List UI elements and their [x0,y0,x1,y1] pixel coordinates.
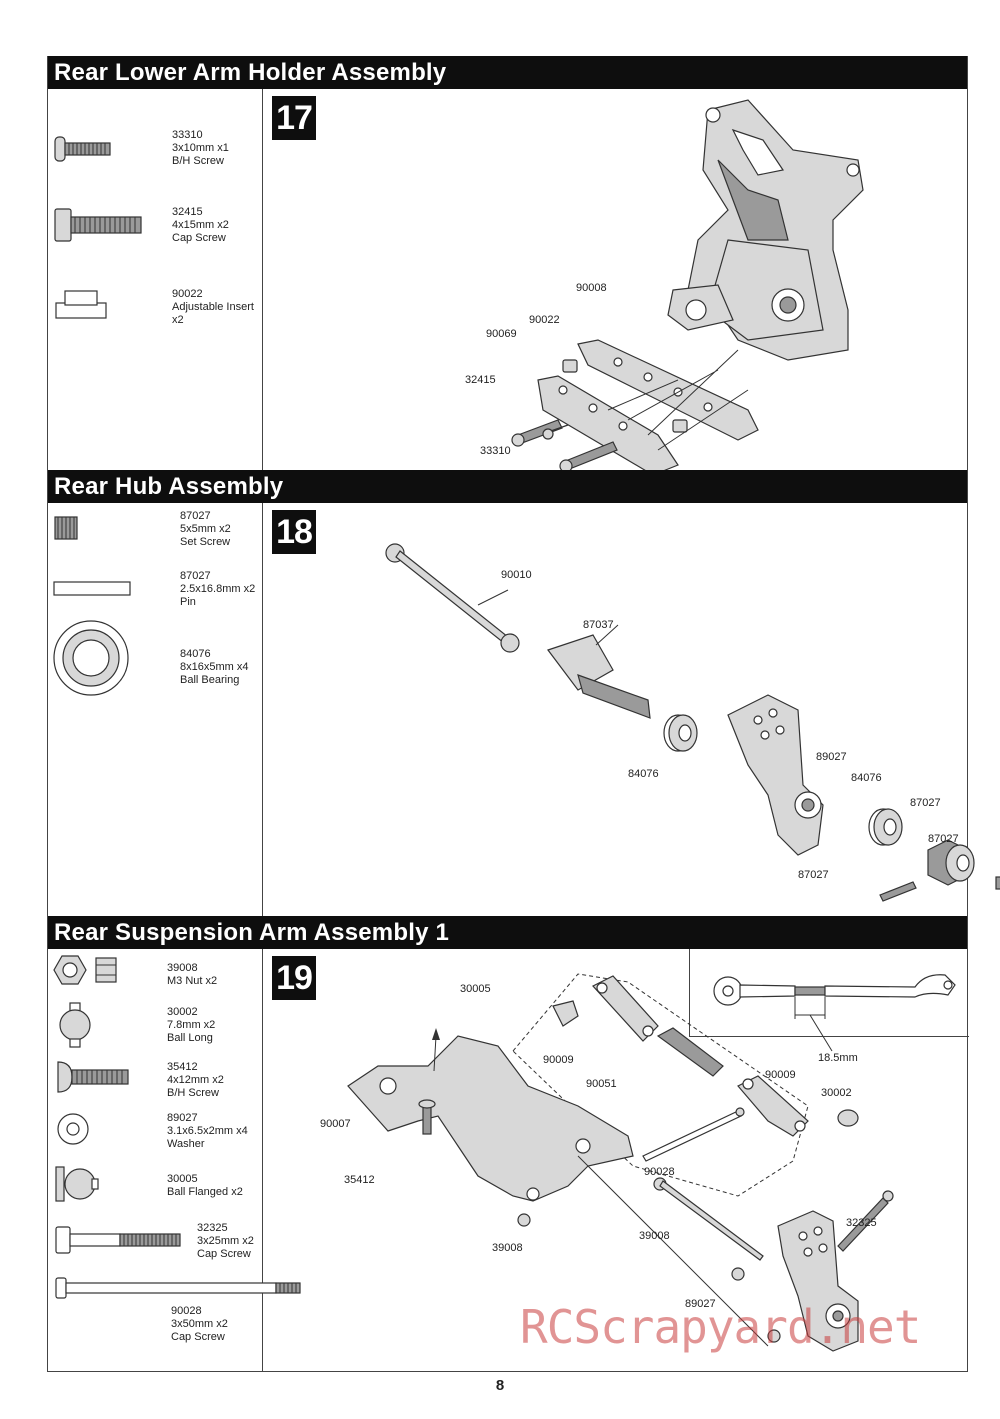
section-rear-suspension-arm: Rear Suspension Arm Assembly 1 39008 M3 … [47,916,969,1372]
section-title: Rear Hub Assembly [48,470,967,503]
section-title: Rear Lower Arm Holder Assembly [48,56,967,89]
arm-holder-diagram [511,99,864,476]
callout-90022: 90022 [529,314,560,326]
part-code: 39008 [167,962,198,974]
part-code: 32415 [172,206,203,218]
watermark: RCScrapyard.net [520,1300,921,1354]
part-code: 30002 [167,1006,198,1018]
callout-90010: 90010 [501,569,532,581]
callout-90028: 90028 [644,1166,675,1178]
ball-bearing-icon [53,620,129,696]
ball-flanged-icon [55,1166,99,1202]
nut-icon [53,955,117,985]
callout-33310: 33310 [480,445,511,457]
washer-icon [57,1113,89,1145]
callout-87027: 87027 [910,797,941,809]
part-desc: 3.1x6.5x2mm x4 Washer [167,1125,248,1150]
callout-90007: 90007 [320,1118,351,1130]
part-code: 32325 [197,1222,228,1234]
part-desc: 4x12mm x2 B/H Screw [167,1074,224,1099]
part-desc: 3x10mm x1 B/H Screw [172,142,229,167]
section-title: Rear Suspension Arm Assembly 1 [48,916,967,949]
part-code: 33310 [172,129,203,141]
part-code: 35412 [167,1061,198,1073]
part-desc: 8x16x5mm x4 Ball Bearing [180,661,249,686]
section-rear-hub: Rear Hub Assembly 87027 5x5mm x2 Set Scr… [47,470,1000,916]
part-desc: 5x5mm x2 Set Screw [180,523,231,548]
part-code: 90022 [172,288,203,300]
cap-screw-icon [55,1226,181,1254]
part-code: 84076 [180,648,211,660]
part-desc: Ball Flanged x2 [167,1186,243,1198]
part-desc: 7.8mm x2 Ball Long [167,1019,216,1044]
turnbuckle-detail [713,974,956,1052]
turnbuckle-inset [689,949,969,1052]
part-desc: 2.5x16.8mm x2 Pin [180,583,256,608]
callout-89027: 89027 [685,1298,716,1310]
part-desc: 4x15mm x2 Cap Screw [172,219,229,244]
set-screw-icon [54,516,78,540]
callout-32325: 32325 [846,1217,877,1229]
suspension-arm-diagram [347,973,894,1352]
button-head-screw-icon [54,136,111,162]
callout-90069: 90069 [486,328,517,340]
part-code: 89027 [167,1112,198,1124]
step-number: 18 [272,510,316,554]
callout-90051: 90051 [586,1078,617,1090]
callout-39008: 39008 [492,1242,523,1254]
callout-90009: 90009 [543,1054,574,1066]
long-screw-icon [55,1277,301,1299]
cap-screw-icon [54,208,142,242]
callout-84076: 84076 [851,772,882,784]
callout-90008: 90008 [576,282,607,294]
ball-long-icon [59,1002,91,1048]
parts-list: 87027 5x5mm x2 Set Screw 87027 2.5x16.8m… [48,503,263,916]
pin-icon [53,581,131,596]
part-desc: M3 Nut x2 [167,975,218,987]
section-rear-lower-arm-holder: Rear Lower Arm Holder Assembly 33310 3x1… [47,56,968,476]
callout-90009: 90009 [765,1069,796,1081]
rear-hub-diagram [385,543,1000,902]
step-number: 19 [272,956,316,1000]
callout-87027: 87027 [798,869,829,881]
callout-87027: 87027 [928,833,959,845]
page-number: 8 [495,1377,505,1394]
insert-icon [55,290,107,319]
callout-30005: 30005 [460,983,491,995]
part-code: 87027 [180,570,211,582]
part-desc: 3x25mm x2 Cap Screw [197,1235,254,1260]
callout-35412: 35412 [344,1174,375,1186]
part-desc: Adjustable Insert x2 [172,301,254,326]
inset-dimension-label: 18.5mm [818,1052,858,1064]
part-code: 90028 [171,1305,202,1317]
button-head-screw-icon [57,1061,129,1093]
part-code: 30005 [167,1173,198,1185]
callout-84076: 84076 [628,768,659,780]
step-number: 17 [272,96,316,140]
callout-39008: 39008 [639,1230,670,1242]
callout-30002: 30002 [821,1087,852,1099]
part-code: 87027 [180,510,211,522]
parts-list: 39008 M3 Nut x2 30002 7.8mm x2 Ball Long… [48,949,301,1372]
parts-list: 33310 3x10mm x1 B/H Screw 32415 4x15mm x… [48,89,263,470]
callout-89027: 89027 [816,751,847,763]
part-desc: 3x50mm x2 Cap Screw [171,1318,228,1343]
callout-32415: 32415 [465,374,496,386]
callout-87037: 87037 [583,619,614,631]
